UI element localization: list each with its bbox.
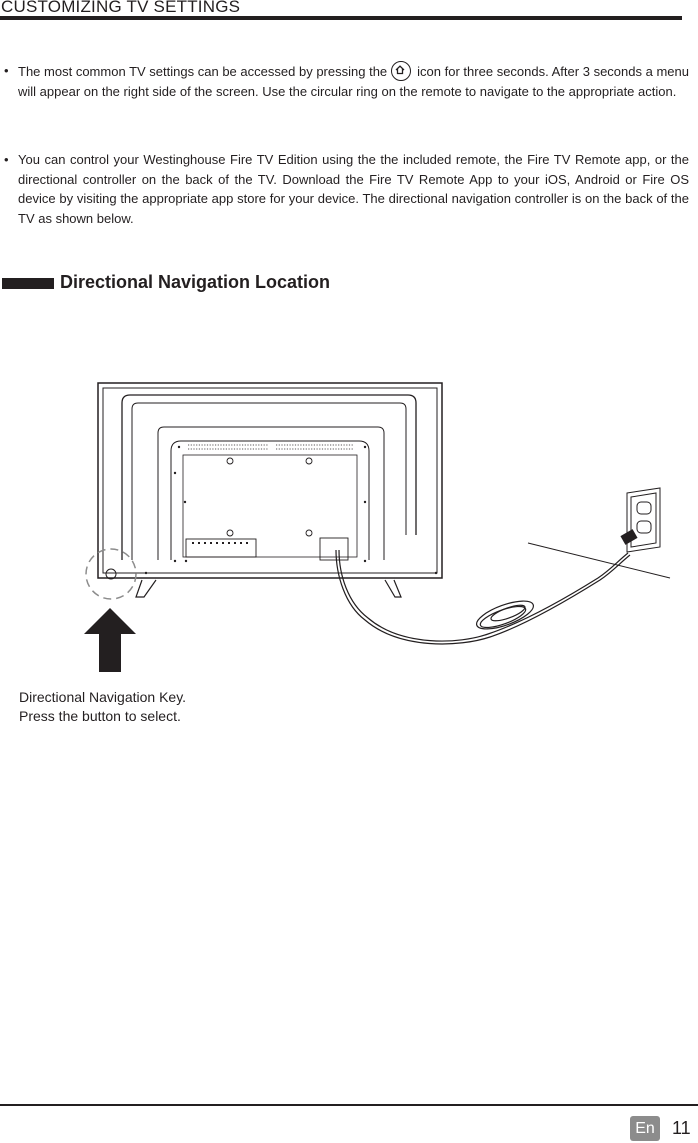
- caption-line: Directional Navigation Key.: [19, 689, 187, 705]
- bullet-marker: •: [4, 63, 9, 78]
- vent-slots: [188, 444, 354, 450]
- screw-holes: [226, 457, 313, 537]
- bullet-item: • The most common TV settings can be acc…: [0, 61, 689, 101]
- ports: [185, 537, 349, 561]
- bullet-text: The most common TV settings can be acces…: [18, 61, 689, 101]
- page-title: CUSTOMIZING TV SETTINGS: [1, 0, 241, 16]
- tv-body: [97, 382, 443, 579]
- diagram-caption: Directional Navigation Key. Press the bu…: [19, 688, 186, 726]
- page-number: 11: [672, 1118, 691, 1138]
- navigation-key-highlight: [85, 548, 137, 600]
- power-plug: [620, 529, 638, 545]
- caption-line: Press the button to select.: [19, 708, 181, 724]
- section-title: Directional Navigation Location: [60, 272, 331, 292]
- stand-feet: [135, 579, 402, 598]
- home-icon: [391, 61, 412, 81]
- wall-outlet: [626, 487, 661, 553]
- bullet-text-after-icon: icon for three seconds. After 3 seconds …: [18, 64, 689, 99]
- bullet-item: • You can control your Westinghouse Fire…: [0, 150, 689, 228]
- bullet-text-before-icon: The most common TV settings can be acces…: [18, 64, 388, 79]
- title-rule: [0, 16, 682, 20]
- bullet-text: You can control your Westinghouse Fire T…: [18, 152, 689, 226]
- language-badge: En: [630, 1116, 660, 1141]
- bullet-marker: •: [4, 152, 9, 167]
- footer-rule: [0, 1104, 698, 1106]
- tv-back-diagram: [84, 382, 671, 672]
- rivets: [144, 445, 438, 575]
- power-cord: [335, 549, 631, 645]
- section-heading: Directional Navigation Location: [0, 272, 400, 294]
- arrow-up-icon: [84, 608, 136, 672]
- floor-line: [527, 542, 671, 579]
- section-bar: [2, 278, 54, 289]
